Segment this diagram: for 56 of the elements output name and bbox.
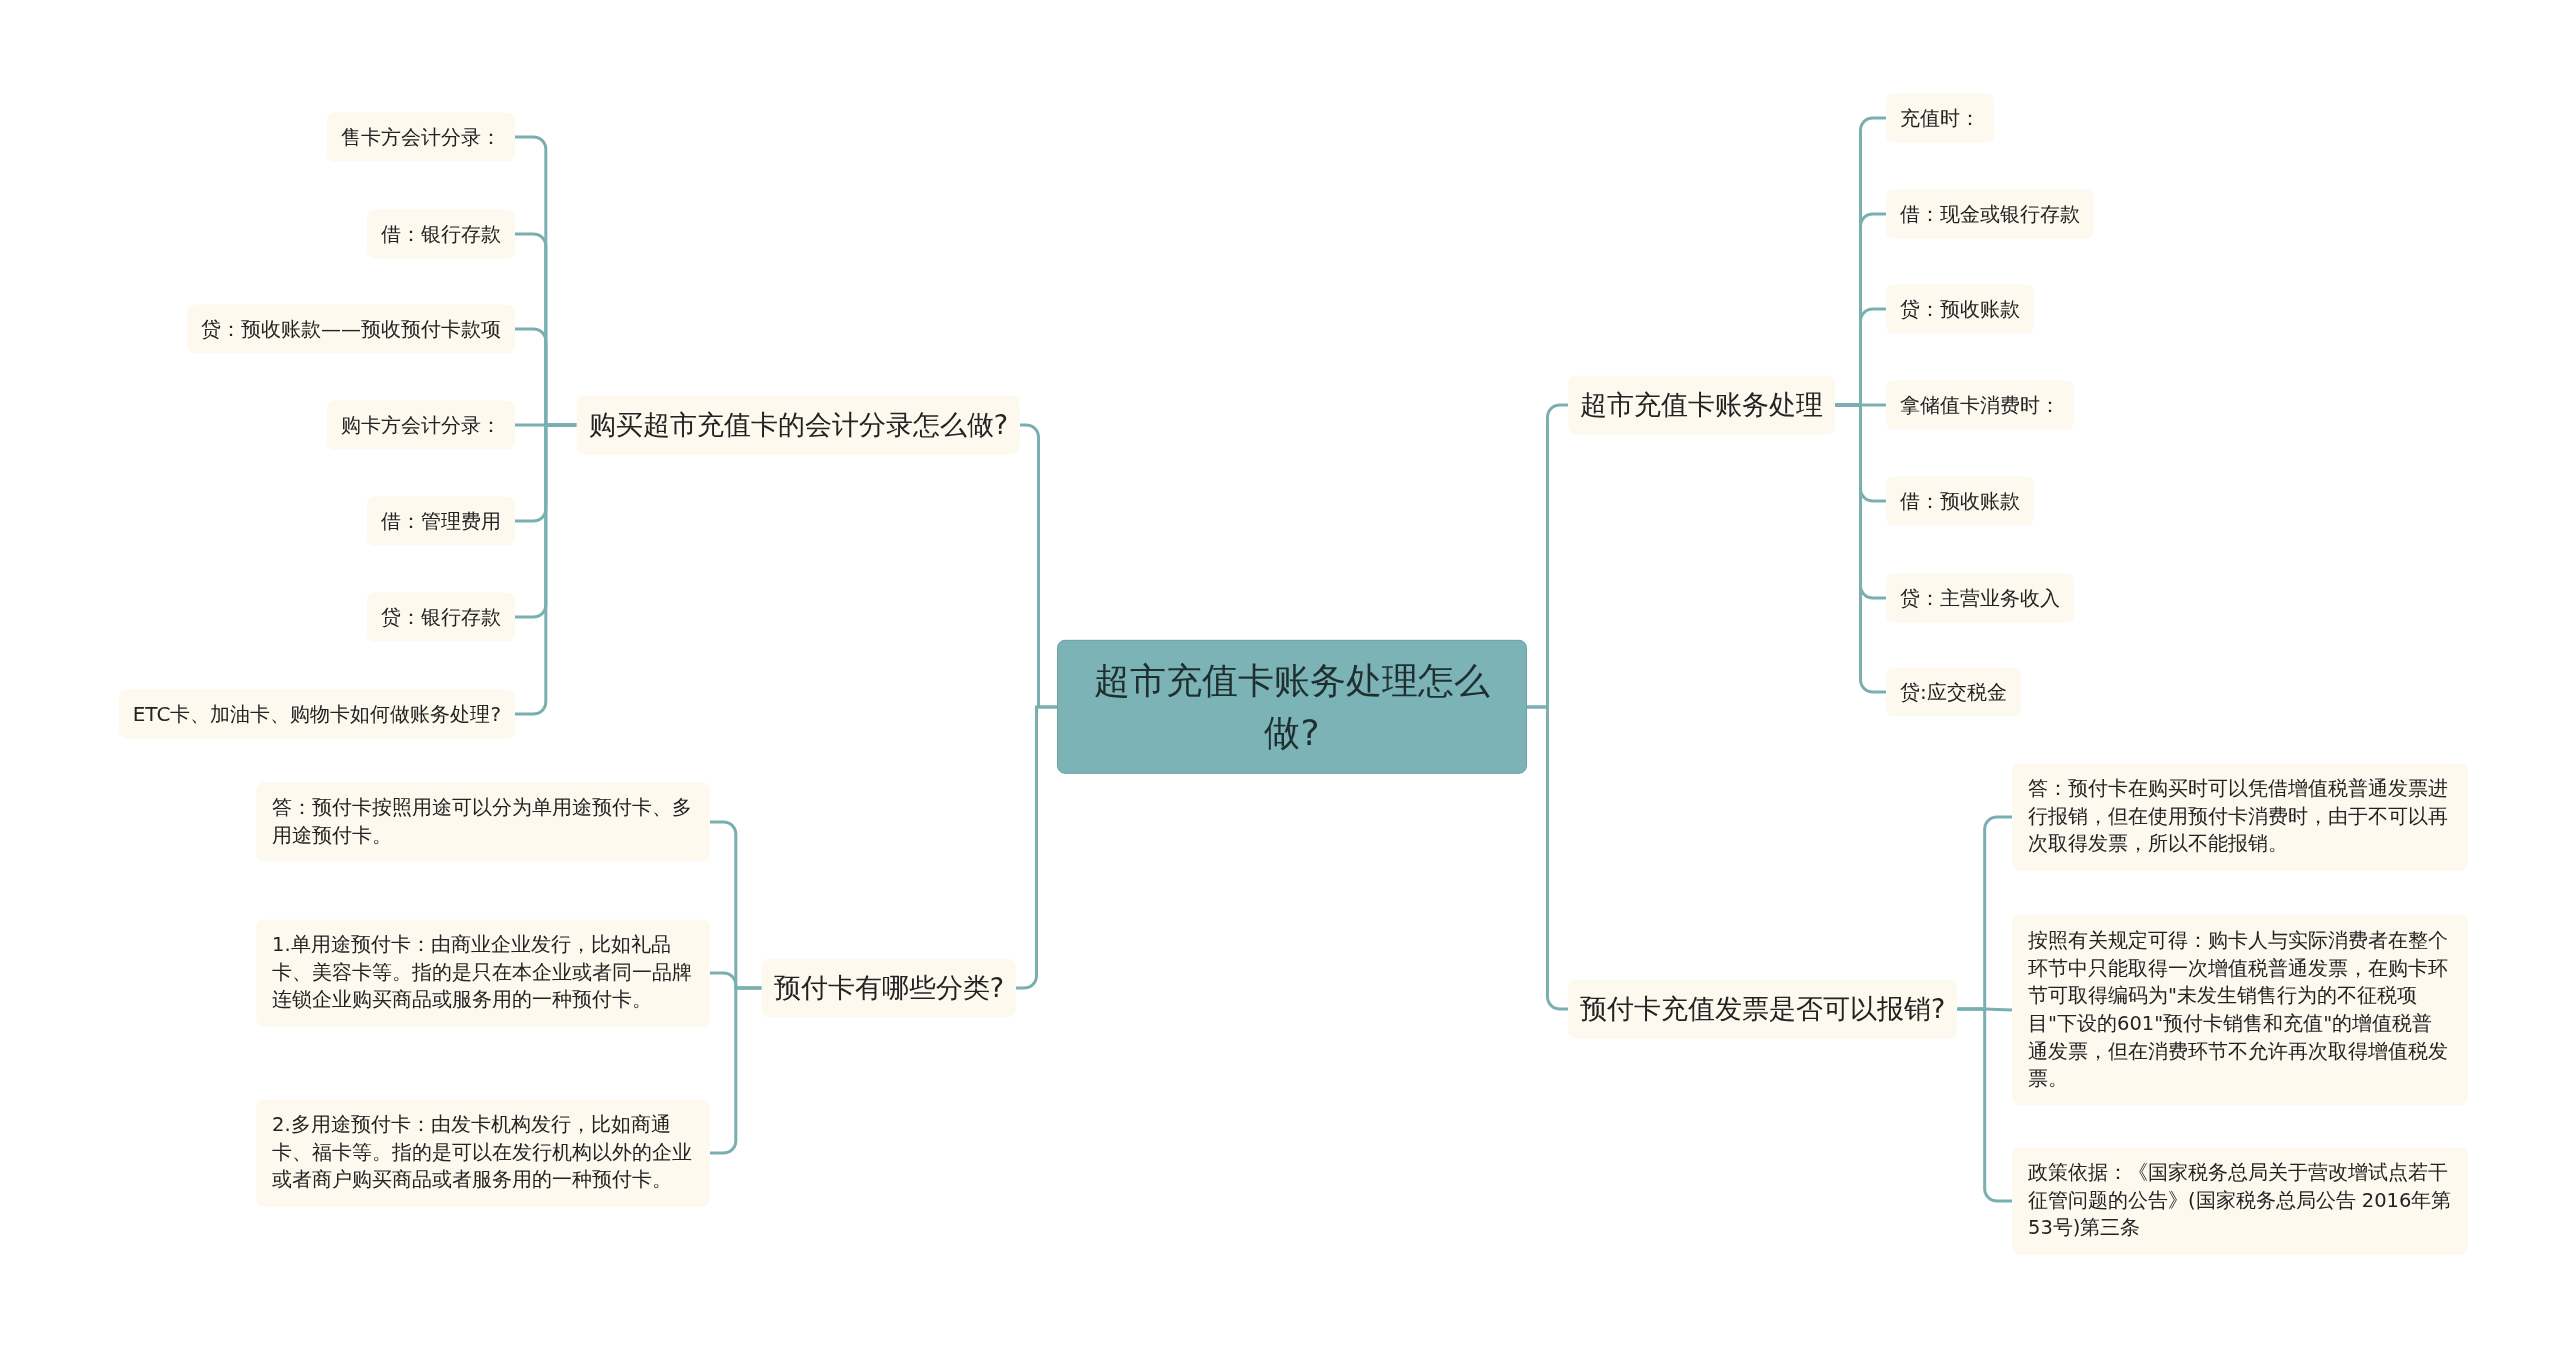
topic-text: 充值时： (1900, 104, 1980, 132)
central-topic-box (1057, 639, 1527, 775)
topic-text: 超市充值卡账务处理 (1580, 388, 1823, 423)
subtopic-box (256, 1099, 710, 1207)
subtopic-box (187, 304, 515, 354)
topic-text: 贷:应交税金 (1900, 678, 2007, 706)
topic-text: 预付卡充值发票是否可以报销? (1580, 992, 1946, 1027)
subtopic-box (1886, 573, 2074, 623)
topic-text: 购卡方会计分录： (341, 411, 501, 439)
topic-text: 购买超市充值卡的会计分录怎么做? (588, 408, 1008, 443)
subtopic-box (367, 496, 515, 546)
branch-topic-box (576, 395, 1020, 455)
topic-text: 政策依据：《国家税务总局关于营改增试点若干征管问题的公告》(国家税务总局公告 2016年第53号)第三条 (2028, 1160, 2452, 1242)
topic-text: 借：预收账款 (1900, 487, 2020, 515)
topic-text: 预付卡有哪些分类? (773, 971, 1004, 1006)
topic-text: 借：现金或银行存款 (1900, 200, 2080, 228)
topic-text: ETC卡、加油卡、购物卡如何做账务处理? (132, 700, 501, 728)
topic-text: 借：银行存款 (381, 220, 501, 248)
topic-text: 按照有关规定可得：购卡人与实际消费者在整个环节中只能取得一次增值税普通发票，在购卡环节可取得编码为"未发生销售行为的不征税项目"下设的601"预付卡销售和充值"的增值税普通发票，但在消费环节不允许再次取得增值税发票。 (2028, 927, 2449, 1093)
connector-line (1527, 705, 1568, 1011)
subtopic-box (327, 112, 515, 162)
topic-text: 2.多用途预付卡：由发卡机构发行，比如商通卡、福卡等。指的是可以在发行机构以外的企业或者商户购买商品或者服务用的一种预付卡。 (272, 1112, 693, 1194)
connector-line (1835, 403, 1886, 694)
subtopic-box (1886, 476, 2034, 526)
subtopic-box (256, 782, 710, 862)
subtopic-box (1886, 667, 2021, 717)
subtopic-box (327, 400, 515, 450)
topic-text: 答：预付卡按照用途可以分为单用途预付卡、多用途预付卡。 (272, 795, 693, 849)
topic-text: 售卡方会计分录： (341, 123, 501, 151)
topic-text: 贷：主营业务收入 (1900, 584, 2060, 612)
topic-text: 贷：银行存款 (381, 603, 501, 631)
subtopic-box (367, 209, 515, 259)
topic-text: 贷：预收账款——预收预付卡款项 (201, 315, 501, 343)
topic-text: 拿储值卡消费时： (1900, 391, 2060, 419)
subtopic-box (118, 689, 515, 739)
subtopic-box (256, 919, 710, 1027)
topic-text: 借：管理费用 (381, 507, 501, 535)
connector-line (1957, 1007, 2012, 1203)
topic-text: 1.单用途预付卡：由商业企业发行，比如礼品卡、美容卡等。指的是只在本企业或者同一品牌连锁企业购买商品或服务用的一种预付卡。 (272, 932, 693, 1014)
subtopic-box (2012, 1147, 2468, 1255)
subtopic-box (1886, 380, 2074, 430)
topic-text: 答：预付卡在购买时可以凭借增值税普通发票进行报销，但在使用预付卡消费时，由于不可以再次取得发票，所以不能报销。 (2028, 776, 2449, 858)
subtopic-box (367, 592, 515, 642)
topic-text: 贷：预收账款 (1900, 295, 2020, 323)
connector-line (515, 423, 577, 716)
subtopic-box (1886, 284, 2034, 334)
subtopic-box (2012, 914, 2468, 1106)
subtopic-box (2012, 763, 2468, 871)
topic-text: 超市充值卡账务处理怎么做? (1093, 658, 1491, 755)
branch-topic-box (761, 958, 1016, 1018)
connector-line (710, 986, 762, 1155)
branch-topic-box (1568, 375, 1835, 435)
subtopic-box (1886, 189, 2094, 239)
connector-line (1016, 705, 1057, 990)
subtopic-box (1886, 93, 1994, 143)
branch-topic-box (1568, 979, 1958, 1039)
